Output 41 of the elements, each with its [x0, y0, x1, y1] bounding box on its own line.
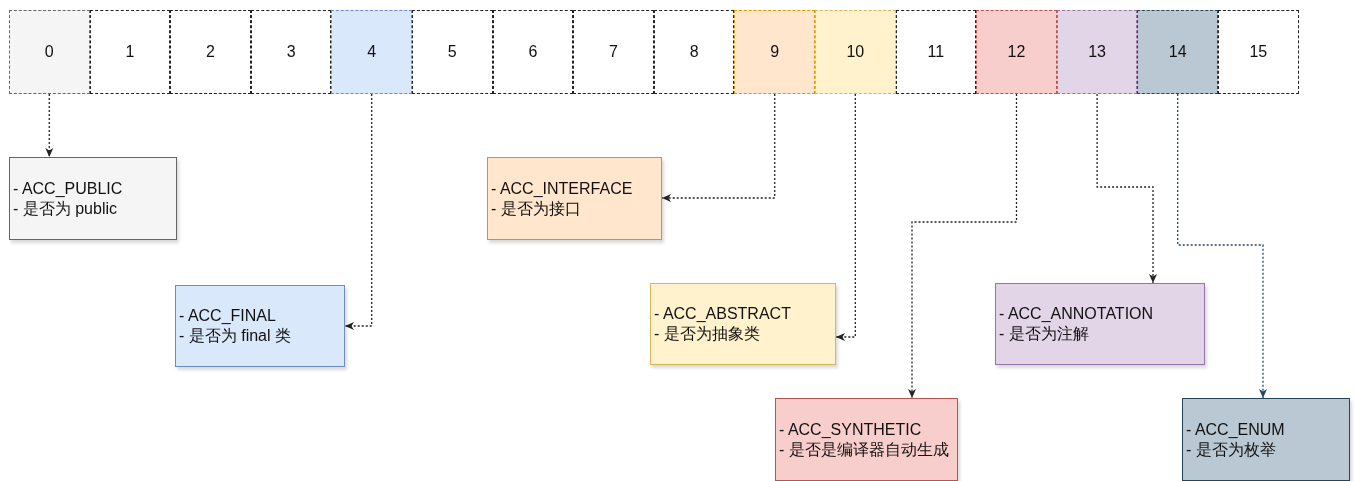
arrow: [661, 93, 776, 202]
flag-box: [1182, 398, 1350, 481]
flag-description: - 是否为枚举: [1186, 439, 1277, 460]
flag-description: - 是否是编译器自动生成: [779, 439, 950, 460]
bit-cell: 1: [89, 10, 171, 94]
arrow: [1177, 93, 1267, 399]
flag-description: - 是否为 public: [13, 198, 119, 219]
flag-box: [995, 283, 1205, 365]
bit-cell: 4: [331, 10, 412, 94]
flag-name: - ACC_PUBLIC: [13, 178, 124, 199]
bit-cell: 0: [9, 10, 90, 94]
flag-name: - ACC_ABSTRACT: [654, 304, 792, 324]
arrow: [45, 93, 54, 158]
bit-cell: 10: [815, 10, 896, 94]
bit-cell: 15: [1218, 10, 1299, 94]
flag-name: - ACC_FINAL: [179, 306, 277, 326]
bit-cell: 12: [976, 10, 1057, 94]
bit-cell: 13: [1056, 10, 1138, 94]
bit-cell: 6: [492, 10, 574, 94]
flag-description: - 是否为抽象类: [654, 324, 761, 344]
arrow: [908, 93, 1018, 399]
bit-cell: 2: [170, 10, 251, 94]
flag-box: [775, 398, 958, 481]
flag-description: - 是否为接口: [491, 198, 582, 219]
flag-description: - 是否为注解: [999, 324, 1090, 344]
flag-box: [175, 285, 345, 367]
flag-name: - ACC_ANNOTATION: [999, 304, 1155, 324]
flag-name: - ACC_ENUM: [1186, 419, 1286, 440]
arrow: [344, 93, 373, 330]
bit-cell: 9: [734, 10, 815, 94]
flag-box: [9, 157, 177, 240]
bit-cell: 7: [573, 10, 654, 94]
bit-cell: 14: [1137, 10, 1218, 94]
arrow: [835, 93, 856, 341]
flag-box: [487, 157, 662, 240]
flag-description: - 是否为 final 类: [179, 326, 292, 346]
bit-cell: 5: [412, 10, 493, 94]
arrow: [1096, 93, 1157, 284]
flag-box: [650, 283, 836, 365]
flag-name: - ACC_SYNTHETIC: [779, 419, 923, 440]
flag-name: - ACC_INTERFACE: [491, 178, 634, 199]
